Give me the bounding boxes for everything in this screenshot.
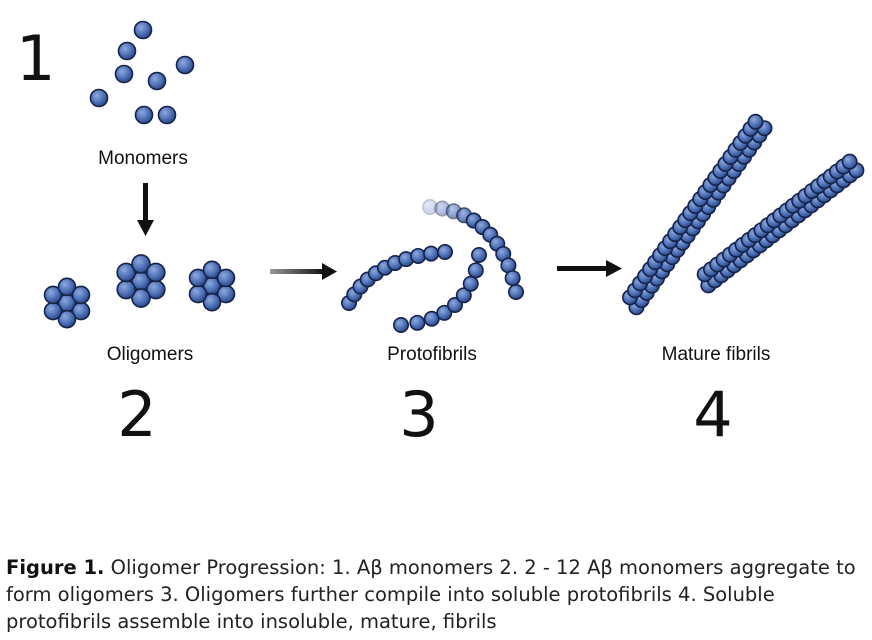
- stage-number-2: 2: [117, 378, 156, 451]
- protofibril-bead: [409, 314, 426, 331]
- oligomer-bead: [188, 284, 208, 304]
- protofibril-bead: [423, 310, 440, 327]
- oligomer-bead: [43, 301, 63, 321]
- protofibrils-chains: [340, 199, 524, 333]
- stage-label-oligomers: Oligomers: [107, 344, 194, 365]
- monomer-bead: [117, 41, 137, 61]
- oligomer-rosette: [116, 254, 166, 308]
- arrow-right-icon: [270, 263, 337, 280]
- protofibril-bead: [436, 304, 453, 321]
- oligomer-bead: [116, 262, 136, 283]
- figure-caption-label: Figure 1.: [6, 555, 105, 579]
- monomer-bead: [89, 88, 109, 108]
- stage-number-3: 3: [399, 378, 438, 451]
- oligomer-bead: [202, 260, 222, 280]
- stage-label-protofibrils: Protofibrils: [387, 344, 477, 365]
- mature-fibrils-strands: [621, 113, 865, 316]
- monomer-bead: [175, 55, 195, 75]
- oligomers-cluster: [43, 254, 236, 329]
- oligomer-bead: [57, 277, 77, 297]
- oligomer-bead: [43, 285, 63, 305]
- oligomer-bead: [57, 309, 77, 329]
- protofibril-bead: [470, 247, 487, 264]
- fibril-bead: [747, 113, 764, 130]
- amyloid-progression-diagram: 1 Monomers Oligomers 2 Protofibrils 3 Ma…: [16, 20, 865, 451]
- oligomer-bead: [202, 292, 222, 312]
- fibril-bead: [841, 153, 858, 170]
- monomer-bead: [157, 105, 177, 125]
- oligomer-bead: [131, 288, 151, 308]
- monomer-bead: [134, 105, 154, 125]
- oligomer-rosette: [188, 260, 236, 312]
- protofibril-bead: [423, 245, 440, 262]
- stage-label-monomers: Monomers: [98, 148, 188, 169]
- oligomer-bead: [188, 268, 208, 288]
- oligomer-bead: [216, 268, 236, 288]
- monomer-bead: [147, 71, 167, 91]
- protofibril-bead: [467, 262, 484, 279]
- monomer-bead: [114, 64, 134, 84]
- protofibril-bead: [504, 270, 521, 287]
- monomer-bead: [133, 20, 153, 40]
- stage-number-1: 1: [16, 22, 55, 95]
- protofibril-bead: [455, 287, 472, 304]
- figure-caption-text: Oligomer Progression: 1. Aβ monomers 2. …: [6, 555, 856, 633]
- arrow-right-icon: [557, 260, 622, 277]
- protofibril-bead: [392, 316, 409, 333]
- oligomer-bead: [71, 285, 91, 305]
- stage-label-mature-fibrils: Mature fibrils: [662, 344, 771, 365]
- protofibril-bead: [410, 247, 427, 264]
- figure-caption: Figure 1. Oligomer Progression: 1. Aβ mo…: [6, 554, 866, 635]
- protofibril-bead: [462, 275, 479, 292]
- oligomer-rosette: [43, 277, 91, 329]
- oligomer-bead: [146, 262, 166, 283]
- stage-number-4: 4: [693, 378, 732, 451]
- protofibril-bead: [436, 244, 453, 261]
- oligomer-bead: [131, 254, 151, 274]
- protofibril-bead: [507, 283, 524, 300]
- oligomer-bead: [116, 279, 136, 300]
- monomers-cluster: [89, 20, 195, 125]
- arrow-down-icon: [137, 183, 154, 236]
- protofibril-bead: [446, 296, 463, 313]
